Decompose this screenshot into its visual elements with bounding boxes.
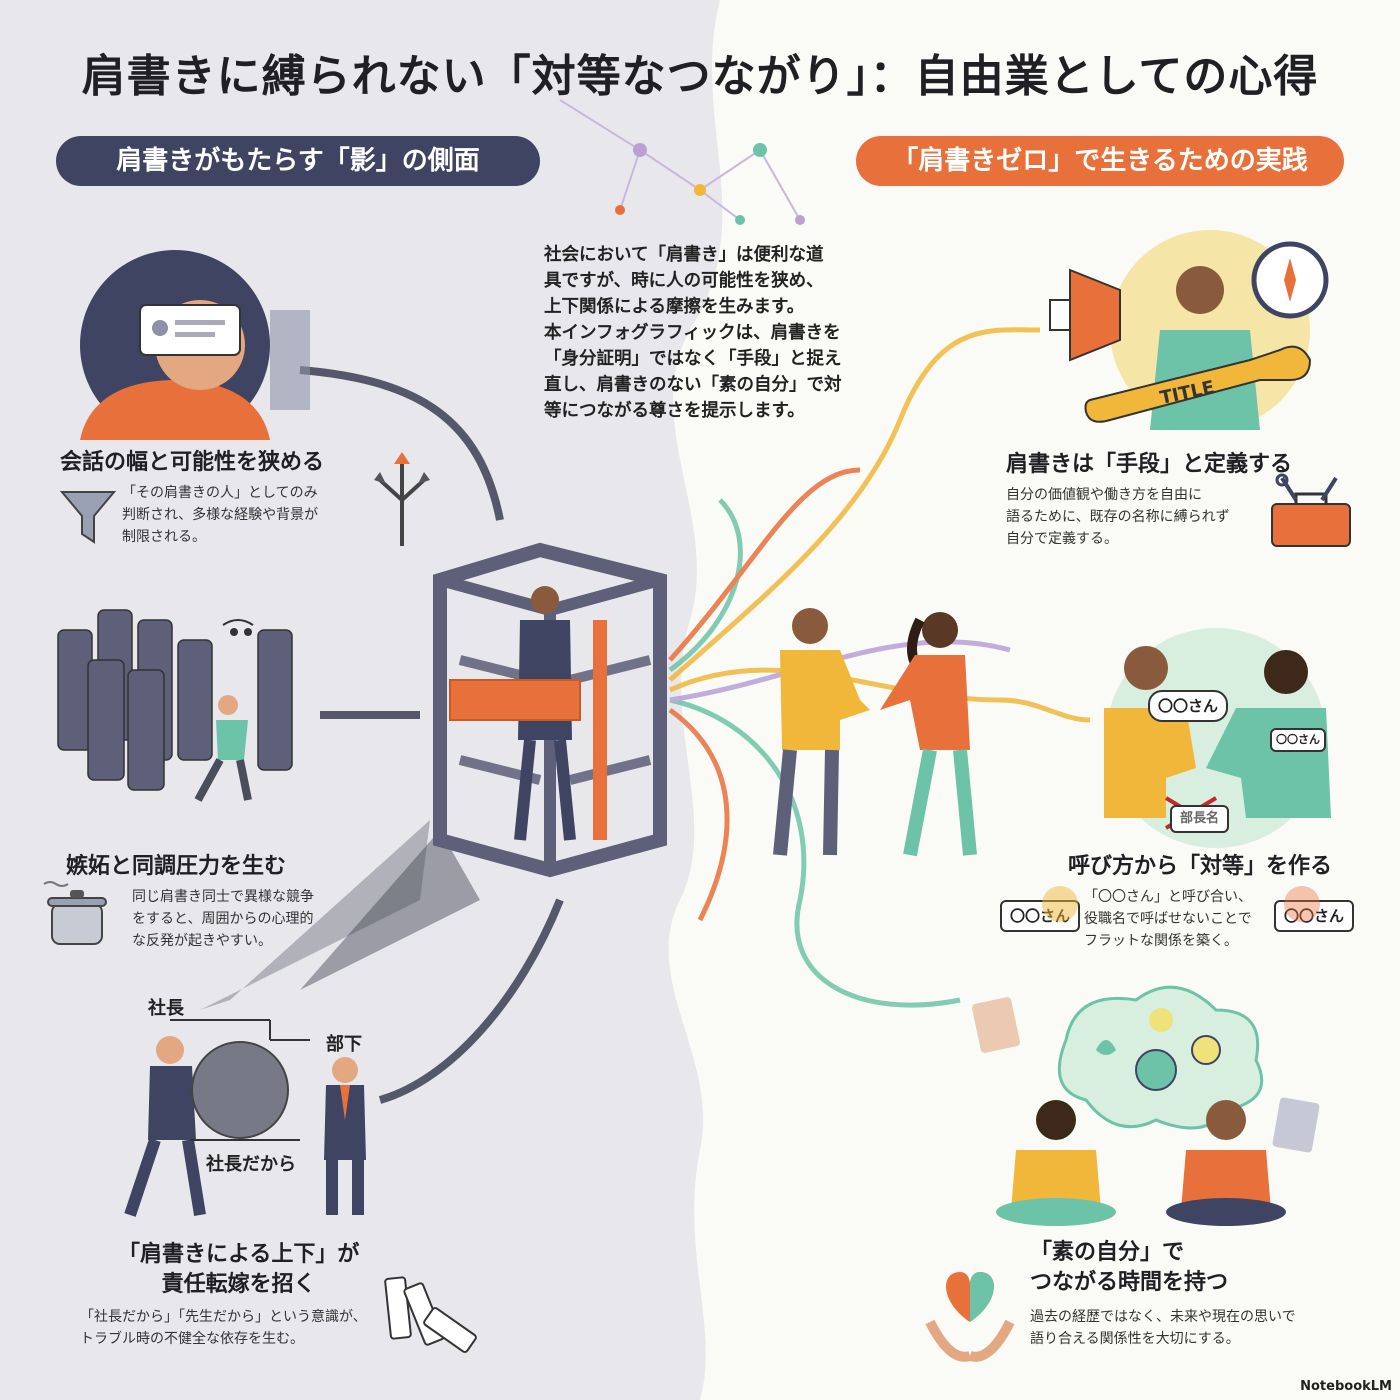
label-subordinate: 部下 [326, 1034, 362, 1055]
title-cage-illustration [433, 542, 667, 878]
left-section-1-title: 会話の幅と可能性を狭める [60, 450, 325, 475]
megaphone-wrench-illustration: TITLE [1049, 230, 1329, 430]
page-title: 肩書きに縛られない「対等なつながり」：自由業としての心得 [81, 51, 1319, 102]
heart-hands-icon [925, 1272, 1015, 1362]
name-badge: 〇〇さん [1270, 728, 1326, 752]
dominoes-icon [384, 1276, 477, 1353]
left-section-header: 肩書きがもたらす「影」の側面 [56, 136, 540, 186]
intro-text: 社会において「肩書き」は便利な道 具ですが、時に人の可能性を狭め、 上下関係によ… [544, 245, 842, 421]
left-section-1-body: 「その肩書きの人」としてのみ 判断され、多様な経験や背景が 制限される。 [122, 485, 319, 545]
right-section-1-title: 肩書きは「手段」と定義する [1006, 452, 1293, 477]
left-section-2-body: 同じ肩書き同士で異様な競争 をすると、周囲からの心理的 な反発が起きやすい。 [132, 889, 314, 949]
right-section-3-body: 過去の経歴ではなく、未来や現在の思いで 語り合える関係性を大切にする。 [1030, 1309, 1296, 1347]
san-tag-right: 〇〇さん [1274, 900, 1355, 932]
right-section-1-body: 自分の価値観や働き方を自由に 語るために、既存の名称に縛られず 自分で定義する。 [1006, 487, 1230, 547]
funnel-icon [59, 491, 117, 544]
left-section-3-body: 「社長だから」「先生だから」という意識が、 トラブル時の不健全な依存を生む。 [80, 1309, 367, 1347]
branch-arrows-icon [374, 452, 430, 546]
name-greeting-illustration [1104, 628, 1331, 848]
left-section-3-title: 「肩書きによる上下」が 責任転嫁を招く [118, 1242, 360, 1297]
right-section-2-title: 呼び方から「対等」を作る [1068, 854, 1333, 879]
speech-dot-right-icon [1284, 886, 1320, 922]
chatting-pair-illustration [971, 985, 1320, 1226]
crossed-title-label: 部長名 [1170, 805, 1230, 833]
right-section-3-title: 「素の自分」で つながる時間を持つ [1030, 1240, 1229, 1295]
crowd-illustration [57, 609, 293, 802]
san-speech-bubble: 〇〇さん [1148, 690, 1229, 722]
label-president: 社長 [148, 998, 184, 1019]
right-section-header: 「肩書きゼロ」で生きるための実践 [856, 136, 1344, 186]
label-because-president: 社長だから [206, 1154, 296, 1175]
boss-boulder-illustration [124, 1019, 366, 1217]
left-section-2-title: 嫉妬と同調圧力を生む [66, 854, 287, 879]
handshake-couple-illustration [773, 608, 977, 857]
notebooklm-logo: NotebookLM [1300, 1379, 1392, 1394]
right-section-2-body: 「〇〇さん」と呼び合い、 役職名で呼ばせないことで フラットな関係を築く。 [1084, 889, 1252, 949]
boiling-pot-icon [43, 881, 107, 945]
toolbox-icon [1271, 473, 1351, 547]
speech-dot-left-icon [1042, 886, 1078, 922]
blindfold-person-illustration [80, 250, 310, 440]
